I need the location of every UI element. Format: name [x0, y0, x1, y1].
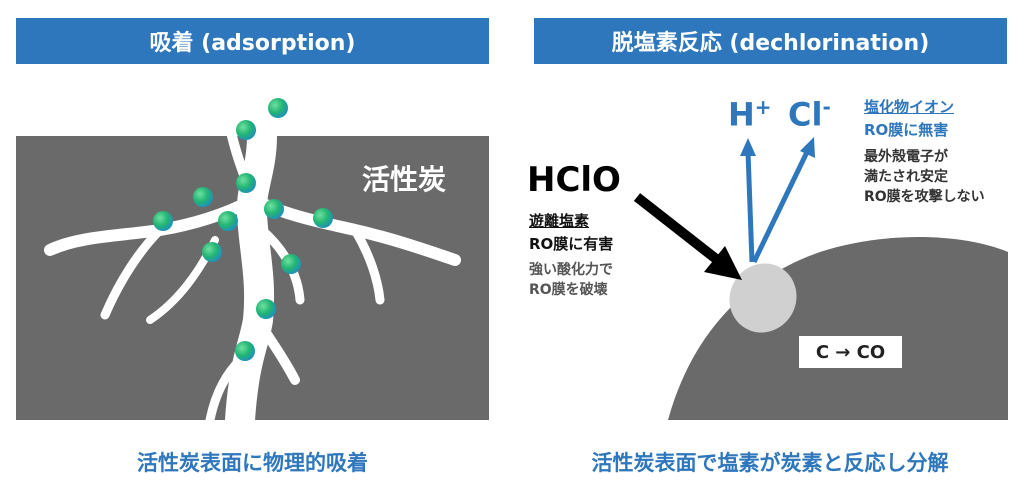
activated-carbon-label: 活性炭 — [362, 163, 447, 196]
stability-note-3: RO膜を攻撃しない — [864, 189, 985, 205]
particle — [193, 187, 213, 207]
hclo-arrow — [633, 193, 742, 280]
product-arrows — [740, 137, 815, 264]
particle — [235, 341, 255, 361]
free-chlorine-effect: RO膜に有害 — [529, 235, 614, 253]
adsorption-caption: 活性炭表面に物理的吸着 — [137, 451, 368, 475]
chloride-ion-name: 塩化物イオン — [864, 98, 955, 116]
particle — [313, 208, 333, 228]
hclo-formula: HClO — [527, 160, 621, 200]
adsorption-banner: 吸着 (adsorption) — [16, 18, 489, 64]
carbon-surface — [668, 237, 1008, 420]
chloride-ion-effect: RO膜に無害 — [864, 121, 949, 139]
particle — [256, 299, 276, 319]
dechlorination-banner: 脱塩素反応 (dechlorination) — [534, 18, 1007, 64]
oxidation-note-2: RO膜を破壊 — [529, 282, 608, 298]
chloride-ion: Cl- — [788, 95, 831, 134]
dechlorination-caption: 活性炭表面で塩素が炭素と反応し分解 — [591, 451, 949, 475]
particle — [264, 199, 284, 219]
reaction-site — [729, 263, 797, 333]
free-chlorine-label: 遊離塩素 — [529, 212, 590, 230]
particle — [236, 120, 256, 140]
hydrogen-ion: H+ — [728, 95, 772, 134]
hydrogen-charge: + — [754, 95, 772, 119]
particle — [236, 173, 256, 193]
particle — [153, 211, 173, 231]
chloride-symbol: Cl — [788, 95, 823, 134]
particle — [268, 98, 288, 118]
particle — [202, 242, 222, 262]
particle — [218, 211, 238, 231]
stability-note-2: 満たされ安定 — [864, 169, 948, 185]
stability-note-1: 最外殻電子が — [864, 149, 948, 165]
chloride-charge: - — [822, 95, 831, 119]
reaction-box: C → CO — [799, 336, 902, 368]
adsorbed-chlorine-particles — [153, 98, 333, 361]
hydrogen-symbol: H — [728, 95, 755, 134]
oxidation-note-1: 強い酸化力で — [529, 262, 613, 278]
particle — [281, 254, 301, 274]
